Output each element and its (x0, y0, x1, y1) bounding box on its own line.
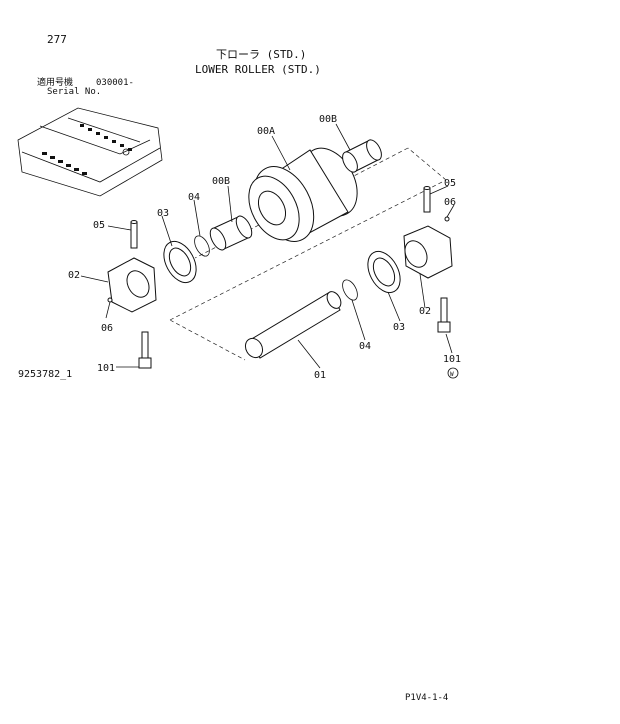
callout-01: 01 (314, 370, 326, 381)
shaft-01 (244, 291, 342, 359)
callout-04-left: 04 (188, 192, 200, 203)
bolt-101-left (138, 331, 152, 369)
callout-101-left: 101 (97, 363, 115, 374)
bushing-00b-left (209, 215, 253, 251)
callout-00b-top: 00B (319, 114, 337, 125)
seal-03-left (163, 240, 197, 284)
bolt-101-right (437, 297, 451, 333)
o-ring-04-left (194, 235, 210, 257)
serial-value: 030001- (96, 78, 134, 88)
callout-06-left: 06 (101, 323, 113, 334)
o-ring-04-right (342, 279, 358, 301)
leader-lines (80, 123, 455, 369)
figure-id: 9253782_1 (18, 369, 73, 380)
title-japanese: 下ローラ (STD.) (216, 48, 307, 61)
callout-05-left: 05 (93, 220, 105, 231)
plug-06-right (444, 216, 450, 222)
page-number: 277 (47, 33, 67, 46)
w-mark-circle (447, 367, 459, 379)
collar-02-right (403, 225, 453, 279)
callout-101-right: 101 (443, 354, 461, 365)
page-reference: P1V4-1-4 (405, 693, 449, 703)
callout-06-right: 06 (444, 197, 456, 208)
pin-05-left (130, 220, 138, 249)
pin-05-right (423, 186, 431, 213)
bushing-00b-top (342, 139, 382, 173)
seal-03-right (367, 250, 401, 294)
callout-03-right: 03 (393, 322, 405, 333)
w-mark-label: W (450, 371, 454, 378)
serial-label-japanese: 適用号機 (37, 78, 74, 88)
title-english: LOWER ROLLER (STD.) (195, 63, 321, 76)
collar-02-left (107, 257, 157, 313)
callout-00a: 00A (257, 126, 275, 137)
track-locator-thumbnail (17, 107, 163, 197)
serial-label-english: Serial No. (47, 87, 102, 97)
callout-03-left: 03 (157, 208, 169, 219)
assembly-outline (169, 147, 447, 361)
roller-body-00a (248, 147, 358, 242)
callout-05-right: 05 (444, 178, 456, 189)
callout-02-right: 02 (419, 306, 431, 317)
callout-04-right: 04 (359, 341, 371, 352)
callout-00b-left: 00B (212, 176, 230, 187)
callout-02-left: 02 (68, 270, 80, 281)
